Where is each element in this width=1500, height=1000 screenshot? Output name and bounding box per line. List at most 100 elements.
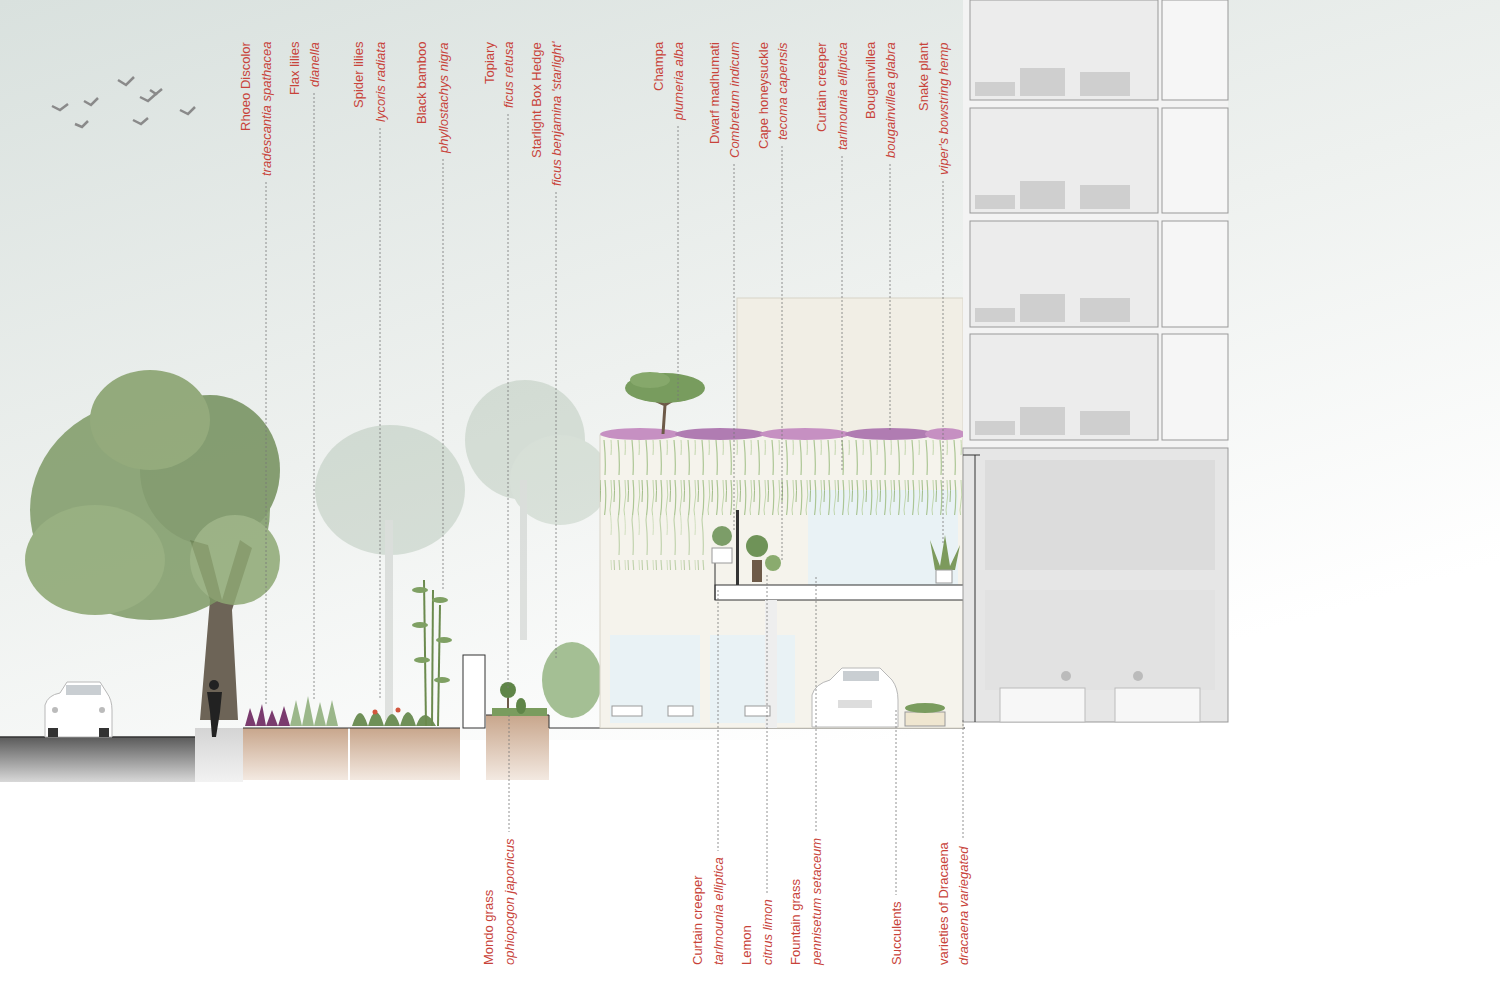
botanical-name: tarlmounia elliptica bbox=[835, 42, 850, 150]
tower bbox=[1020, 294, 1065, 322]
plant-name: Cape honeysuckle bbox=[756, 42, 771, 149]
tower bbox=[1115, 688, 1200, 722]
tower bbox=[1162, 0, 1228, 100]
background-trees bbox=[385, 520, 393, 720]
tower bbox=[985, 460, 1215, 570]
terrace-plants bbox=[930, 535, 960, 570]
roof-garden bbox=[600, 428, 680, 440]
ground-plants bbox=[432, 590, 433, 726]
leader-line bbox=[734, 164, 735, 530]
botanical-name: ophiopogon japonicus bbox=[502, 839, 517, 966]
plant-name: Lemon bbox=[739, 925, 754, 965]
tower bbox=[1162, 108, 1228, 213]
ground-plants bbox=[412, 622, 428, 628]
leader-line bbox=[963, 720, 964, 840]
ground-plants bbox=[434, 677, 450, 683]
people bbox=[207, 537, 875, 738]
car bbox=[45, 682, 112, 737]
birds bbox=[52, 104, 68, 110]
car bbox=[838, 700, 872, 708]
tower bbox=[975, 421, 1015, 435]
car bbox=[45, 682, 112, 737]
tower bbox=[1162, 334, 1228, 440]
tower bbox=[1020, 181, 1065, 209]
ground-plants bbox=[500, 682, 516, 698]
tower bbox=[1080, 298, 1130, 322]
car bbox=[52, 707, 58, 713]
leader-line bbox=[678, 126, 679, 400]
car bbox=[843, 671, 879, 681]
botanical-name: dianella bbox=[307, 42, 322, 87]
road bbox=[0, 728, 243, 782]
tower bbox=[1080, 72, 1130, 96]
ground-plants bbox=[245, 704, 290, 726]
leader-line bbox=[380, 128, 381, 700]
ground-plants bbox=[542, 642, 602, 718]
terrace-plants bbox=[736, 510, 739, 585]
planters bbox=[243, 728, 460, 729]
tower bbox=[970, 0, 1158, 100]
planters bbox=[486, 715, 549, 780]
botanical-name: phyllostachys nigra bbox=[436, 42, 451, 153]
ground-plants bbox=[436, 637, 452, 643]
ground-plants bbox=[424, 580, 426, 726]
tower bbox=[970, 108, 1158, 213]
botanical-name: lycoris radiata bbox=[373, 42, 388, 122]
tower bbox=[985, 590, 1215, 690]
background-trees bbox=[520, 480, 527, 640]
roof-garden bbox=[675, 428, 765, 440]
street-tree bbox=[25, 370, 280, 720]
botanical-name: ficus retusa bbox=[501, 42, 516, 108]
leader-line bbox=[443, 159, 444, 590]
leader-line bbox=[896, 710, 897, 895]
plant-name: Fountain grass bbox=[788, 879, 803, 965]
tower bbox=[1061, 671, 1071, 681]
leader-line bbox=[509, 715, 510, 832]
tower bbox=[1133, 671, 1143, 681]
tower bbox=[1020, 407, 1065, 435]
ground-plants bbox=[516, 698, 526, 714]
plant-name: Bougainvillea bbox=[863, 42, 878, 119]
tower bbox=[970, 334, 1158, 440]
roof-garden bbox=[925, 428, 965, 440]
birds bbox=[118, 77, 134, 85]
roof-garden bbox=[625, 373, 705, 403]
car bbox=[812, 668, 898, 727]
botanical-name: viper's bowstring hemp bbox=[936, 42, 951, 175]
roof-garden bbox=[760, 428, 850, 440]
terrace-plants bbox=[765, 555, 781, 571]
sky bbox=[0, 0, 1500, 740]
botanical-name: citrus limon bbox=[760, 899, 775, 965]
tower bbox=[963, 0, 1228, 722]
plant-name: Curtain creeper bbox=[814, 42, 829, 132]
tower bbox=[963, 448, 1228, 722]
terrace-plants bbox=[712, 526, 732, 546]
road bbox=[195, 728, 243, 782]
roof-garden bbox=[630, 372, 670, 388]
plant-name: Champa bbox=[651, 42, 666, 91]
planters bbox=[350, 728, 460, 780]
ground-plants bbox=[414, 657, 430, 663]
pavilion bbox=[715, 585, 965, 600]
tower bbox=[975, 68, 1130, 435]
plant-name: varieties of Dracaena bbox=[936, 842, 951, 965]
leader-line bbox=[556, 192, 557, 660]
ground-plants bbox=[507, 698, 509, 708]
plant-name: Curtain creeper bbox=[690, 875, 705, 965]
terrace-plants bbox=[752, 560, 762, 582]
pavilion bbox=[715, 563, 716, 600]
plant-name: Spider lilies bbox=[351, 42, 366, 108]
pavilion bbox=[610, 515, 705, 570]
tower bbox=[963, 455, 980, 456]
ground-plants bbox=[412, 587, 452, 683]
planters bbox=[463, 655, 485, 728]
ground-plants bbox=[432, 597, 448, 603]
car bbox=[99, 707, 105, 713]
leader-line bbox=[314, 93, 315, 700]
ground-plants bbox=[245, 580, 602, 726]
